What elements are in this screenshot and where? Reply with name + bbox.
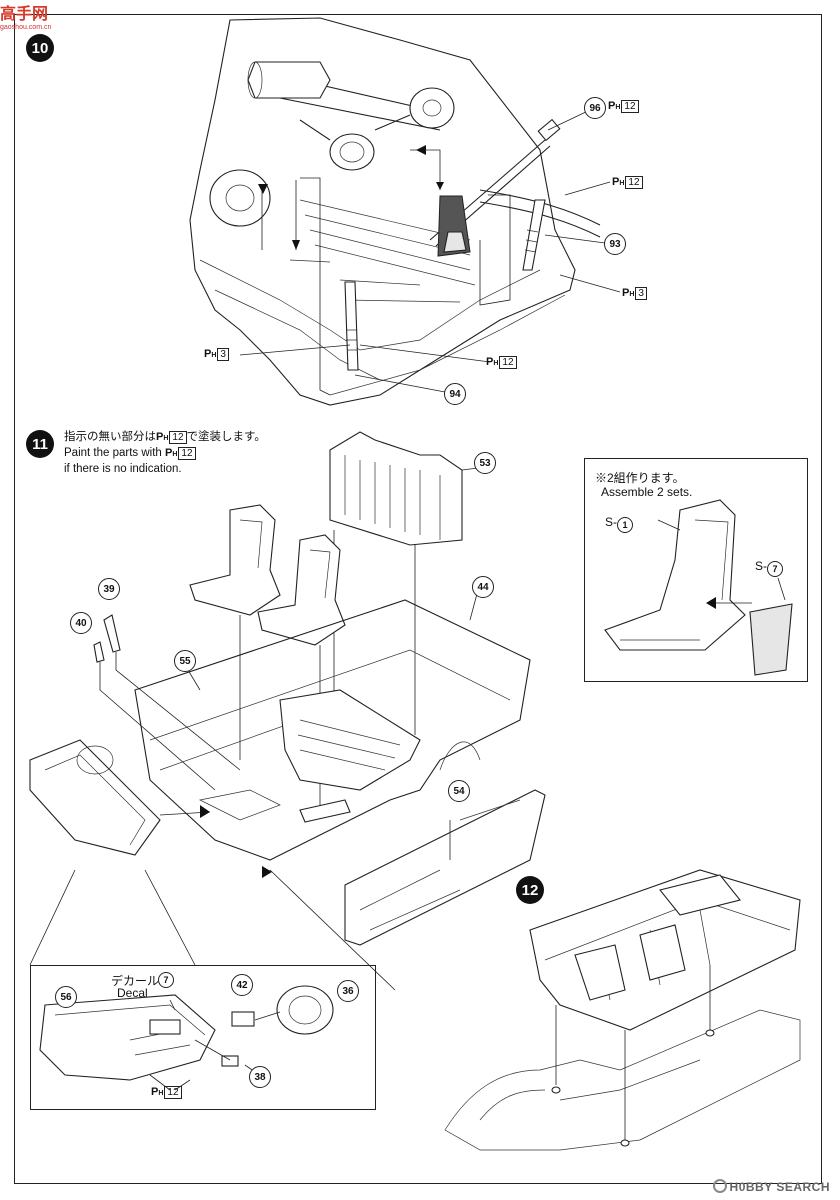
paint-code-number: 12 bbox=[621, 100, 639, 113]
paint-code-sub: H bbox=[629, 291, 635, 298]
watermark-text: H0BBY SEARCH bbox=[729, 1180, 830, 1194]
paint-code-sub: H bbox=[211, 352, 217, 359]
part-53-callout: 53 bbox=[474, 452, 496, 474]
part-40-callout: 40 bbox=[70, 612, 92, 634]
instruction-page-frame bbox=[14, 14, 822, 1184]
paint-code-letter: P bbox=[608, 100, 616, 112]
seat-part-s1-number: 1 bbox=[617, 517, 633, 533]
seat-part-s1-label: S-1 bbox=[605, 515, 633, 533]
inset-note-jp: ※2組作ります。 bbox=[595, 471, 685, 485]
inset-note-en: Assemble 2 sets. bbox=[601, 485, 693, 499]
decal-label-en: Decal bbox=[117, 986, 148, 1000]
logo-subtext: gaoshou.com.cn bbox=[0, 24, 52, 31]
step-10-badge: 10 bbox=[26, 34, 54, 62]
note-en-pre: Paint the parts with bbox=[64, 447, 162, 459]
dash-inset-drawing bbox=[39, 985, 334, 1091]
seat-part-s7-prefix: S- bbox=[755, 559, 767, 573]
paint-code-sub: H bbox=[619, 180, 625, 187]
paint-code-letter: P bbox=[156, 431, 164, 443]
watermark-icon bbox=[712, 1179, 727, 1193]
part-39-callout: 39 bbox=[98, 578, 120, 600]
paint-code-letter: P bbox=[151, 1086, 159, 1098]
paint-code-number: 12 bbox=[499, 356, 517, 369]
step11-interior-drawing bbox=[29, 431, 546, 991]
part-96-callout: 96 bbox=[584, 97, 606, 119]
paint-code-number: 3 bbox=[217, 348, 229, 361]
note-jp-pre: 指示の無い部分は bbox=[64, 431, 156, 443]
step-11-badge: 11 bbox=[26, 430, 54, 458]
part-42-callout: 42 bbox=[231, 974, 253, 996]
decal-number: 7 bbox=[158, 972, 174, 988]
part-94-callout: 94 bbox=[444, 383, 466, 405]
paint-code-letter: P bbox=[165, 447, 173, 459]
paint-code-letter: P bbox=[612, 176, 620, 188]
part-93-callout: 93 bbox=[604, 233, 626, 255]
seat-inset-drawing bbox=[604, 499, 793, 676]
paint-code-letter: P bbox=[622, 287, 630, 299]
part-55-callout: 55 bbox=[174, 650, 196, 672]
part-54-callout: 54 bbox=[448, 780, 470, 802]
decal-label-jp: デカール bbox=[111, 974, 160, 988]
step10-chassis-drawing bbox=[189, 17, 621, 406]
paint-code-number: 12 bbox=[625, 176, 643, 189]
paint-code-number: 12 bbox=[178, 447, 196, 460]
step11-note-en-line2: if there is no indication. bbox=[64, 463, 182, 475]
paint-code-sub: H bbox=[158, 1090, 164, 1097]
step-12-badge: 12 bbox=[516, 876, 544, 904]
seat-part-s7-label: S-7 bbox=[755, 559, 783, 577]
paint-code-number: 12 bbox=[169, 431, 187, 444]
paint-code-sub: H bbox=[172, 451, 178, 458]
paint-code-number: 12 bbox=[164, 1086, 182, 1099]
paint-code-number: 3 bbox=[635, 287, 647, 300]
paint-code-letter: P bbox=[204, 348, 212, 360]
seat-part-s7-number: 7 bbox=[767, 561, 783, 577]
paint-code-sub: H bbox=[493, 360, 499, 367]
paint-code-sub: H bbox=[163, 435, 169, 442]
seat-part-s1-prefix: S- bbox=[605, 515, 617, 529]
step12-assembly-drawing bbox=[444, 869, 801, 1151]
hobby-search-watermark: H0BBY SEARCH bbox=[712, 1179, 830, 1194]
paint-code-letter: P bbox=[486, 356, 494, 368]
part-36-callout: 36 bbox=[337, 980, 359, 1002]
logo-text: 高手网 bbox=[0, 6, 49, 23]
part-44-callout: 44 bbox=[472, 576, 494, 598]
seat-assembly-inset: ※2組作ります。 Assemble 2 sets. S-1 S-7 bbox=[584, 458, 808, 682]
note-jp-post: で塗装します。 bbox=[186, 431, 266, 443]
site-logo: 高手网 gaoshou.com.cn bbox=[0, 0, 51, 31]
part-56-callout: 56 bbox=[55, 986, 77, 1008]
paint-code-sub: H bbox=[615, 104, 621, 111]
part-38-callout: 38 bbox=[249, 1066, 271, 1088]
